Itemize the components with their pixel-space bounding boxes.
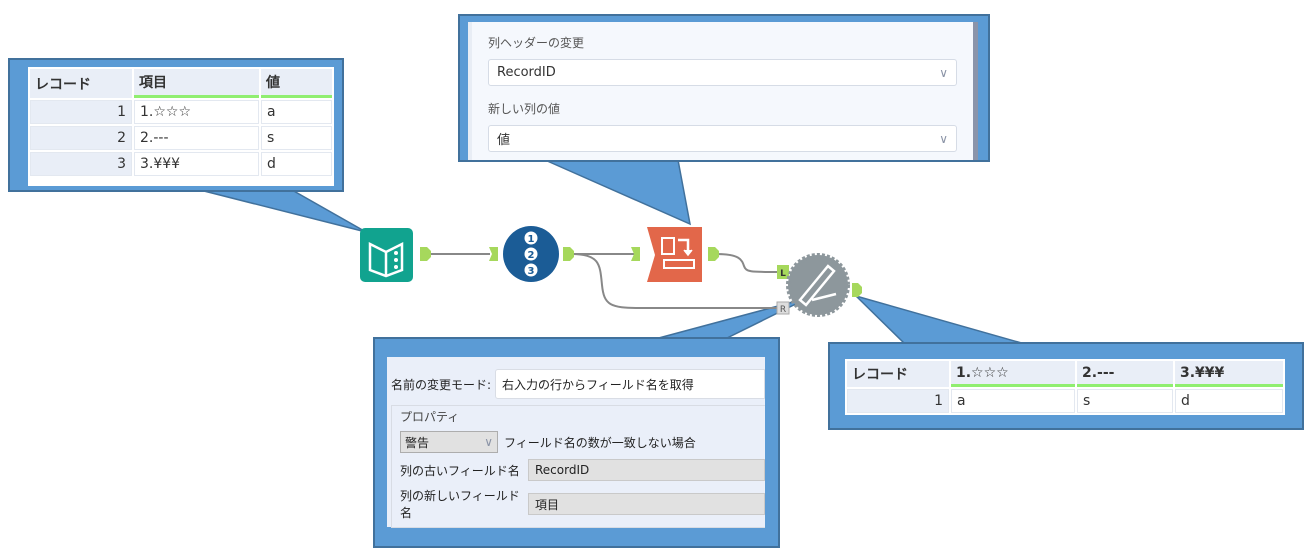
svg-text:1: 1 (528, 234, 535, 245)
values-field-dropdown[interactable]: 値 ∨ (488, 125, 957, 152)
svg-text:2: 2 (528, 250, 535, 261)
crosstab-config-panel: 列ヘッダーの変更 RecordID ∨ 新しい列の値 値 ∨ (468, 22, 978, 160)
table-cell: s (1077, 389, 1173, 413)
chevron-down-icon: ∨ (939, 65, 948, 80)
left-input-anchor[interactable] (777, 265, 789, 279)
column-header[interactable]: レコード (30, 69, 132, 98)
column-header[interactable]: 項目 (134, 69, 259, 98)
table-cell: a (951, 389, 1075, 413)
column-header[interactable]: レコード (847, 361, 949, 387)
right-anchor-label: R (780, 305, 786, 315)
chevron-down-icon: ∨ (484, 435, 493, 449)
header-field-value: RecordID (497, 65, 556, 80)
record-cell: 2 (30, 126, 132, 150)
crosstab-config-callout: 列ヘッダーの変更 RecordID ∨ 新しい列の値 値 ∨ (458, 14, 990, 162)
column-header[interactable]: 2.--- (1077, 361, 1173, 387)
new-field-value: 項目 (535, 497, 560, 512)
rename-config-panel: 名前の変更モード: 右入力の行からフィールド名を取得 プロパティ 警告 ∨ フィ… (387, 357, 765, 528)
dynamic-rename-tool[interactable] (786, 253, 850, 317)
mismatch-action-value: 警告 (405, 435, 430, 450)
callout-tail-input (199, 189, 367, 233)
rename-mode-value: 右入力の行からフィールド名を取得 (502, 377, 694, 392)
output-preview-table: レコード 1.☆☆☆ 2.--- 3.¥¥¥ 1 a s d (845, 359, 1285, 415)
table-row: 1 a s d (847, 389, 1283, 413)
output-anchor[interactable] (708, 247, 719, 261)
new-field-dropdown[interactable]: 項目 (528, 493, 765, 515)
right-input-anchor[interactable] (776, 301, 790, 315)
input-preview-callout: レコード 項目 値 1 1.☆☆☆ a 2 2.--- s 3 3.¥¥¥ d (8, 58, 344, 192)
input-preview-table: レコード 項目 値 1 1.☆☆☆ a 2 2.--- s 3 3.¥¥¥ d (26, 67, 334, 186)
table-cell: 3.¥¥¥ (134, 152, 259, 176)
new-field-label: 列の新しいフィールド名 (400, 489, 520, 520)
rename-mode-label: 名前の変更モード: (391, 377, 492, 392)
left-anchor-label: L (780, 269, 786, 279)
old-field-label: 列の古いフィールド名 (400, 463, 520, 478)
mismatch-label: フィールド名の数が一致しない場合 (504, 435, 696, 450)
chevron-down-icon: ∨ (939, 131, 948, 146)
header-field-dropdown[interactable]: RecordID ∨ (488, 59, 957, 86)
connection-crosstab-rename-left[interactable] (715, 253, 779, 273)
input-data-tool[interactable] (360, 228, 413, 282)
old-field-value: RecordID (535, 463, 590, 477)
column-header[interactable]: 1.☆☆☆ (951, 361, 1075, 387)
connection-recordid-rename-right[interactable] (571, 253, 778, 309)
svg-text:3: 3 (528, 266, 535, 277)
output-anchor[interactable] (563, 247, 574, 261)
table-cell: s (261, 126, 332, 150)
table-cell: d (261, 152, 332, 176)
values-field-value: 値 (497, 133, 511, 148)
record-cell: 1 (847, 389, 949, 413)
properties-group-label: プロパティ (400, 410, 460, 424)
callout-tail-crosstab (544, 159, 691, 226)
table-cell: 2.--- (134, 126, 259, 150)
properties-group: プロパティ 警告 ∨ フィールド名の数が一致しない場合 列の古いフィールド名 R… (391, 405, 765, 528)
table-cell: 1.☆☆☆ (134, 100, 259, 124)
table-cell: d (1175, 389, 1283, 413)
table-row: 2 2.--- s (30, 126, 332, 150)
input-anchor[interactable] (631, 247, 640, 261)
table-row: 1 1.☆☆☆ a (30, 100, 332, 124)
column-header[interactable]: 3.¥¥¥ (1175, 361, 1283, 387)
column-header[interactable]: 値 (261, 69, 332, 98)
header-field-label: 列ヘッダーの変更 (488, 36, 585, 50)
table-row: 3 3.¥¥¥ d (30, 152, 332, 176)
output-anchor[interactable] (420, 247, 431, 261)
old-field-dropdown[interactable]: RecordID (528, 459, 765, 481)
output-preview-callout: レコード 1.☆☆☆ 2.--- 3.¥¥¥ 1 a s d (828, 342, 1304, 430)
rename-config-callout: 名前の変更モード: 右入力の行からフィールド名を取得 プロパティ 警告 ∨ フィ… (373, 337, 780, 548)
record-cell: 1 (30, 100, 132, 124)
callout-tail-output (855, 295, 1026, 345)
table-cell: a (261, 100, 332, 124)
record-cell: 3 (30, 152, 132, 176)
mismatch-action-select[interactable]: 警告 ∨ (400, 431, 498, 453)
output-anchor[interactable] (852, 283, 862, 297)
cross-tab-tool[interactable] (647, 227, 702, 282)
record-id-tool[interactable]: 1 2 3 (503, 226, 559, 282)
rename-mode-dropdown[interactable]: 右入力の行からフィールド名を取得 (495, 369, 765, 399)
input-anchor[interactable] (489, 247, 498, 261)
values-field-label: 新しい列の値 (488, 102, 561, 116)
